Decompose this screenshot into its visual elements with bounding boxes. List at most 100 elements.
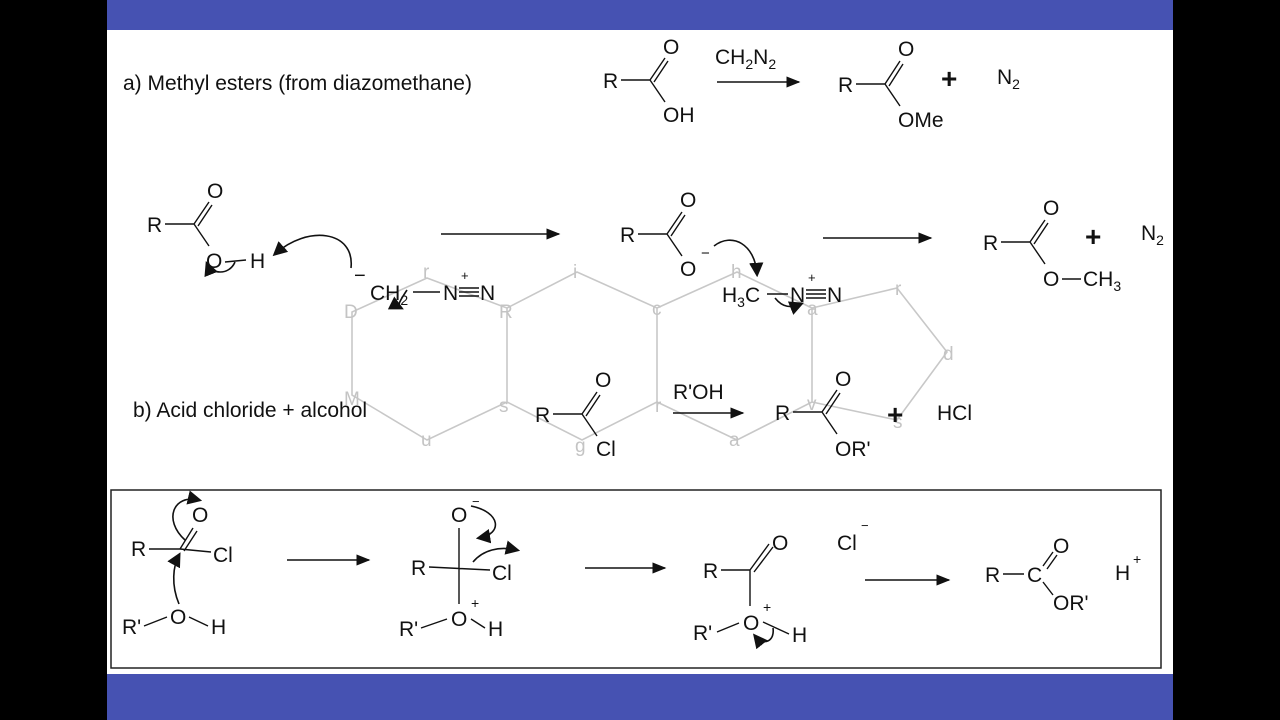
svg-text:O: O: [663, 36, 679, 59]
ghost-watermark: r i h D R c a r d M s r v s u g a: [344, 262, 954, 457]
ghost-label: r: [423, 262, 430, 283]
svg-text:Cl: Cl: [492, 562, 512, 585]
svg-text:+: +: [763, 599, 771, 615]
svg-text:R: R: [535, 404, 550, 427]
svg-text:O: O: [1043, 197, 1059, 220]
ghost-label: c: [652, 299, 662, 320]
svg-text:R: R: [838, 74, 853, 97]
svg-text:H: H: [792, 624, 807, 647]
svg-text:R': R': [399, 618, 418, 641]
svg-text:H: H: [250, 250, 265, 273]
curly-arrow: [387, 289, 408, 310]
svg-text:O: O: [206, 250, 222, 273]
svg-text:O: O: [451, 504, 467, 527]
plus-sign: +: [887, 399, 903, 430]
svg-text:N: N: [827, 284, 842, 307]
svg-text:R': R': [693, 622, 712, 645]
section-b-heading: b) Acid chloride + alcohol: [133, 399, 367, 422]
ghost-label: D: [344, 302, 358, 323]
svg-text:Cl: Cl: [837, 532, 857, 555]
svg-text:−: −: [861, 518, 869, 533]
ghost-label: a: [807, 299, 818, 320]
svg-text:OMe: OMe: [898, 109, 944, 132]
curly-arrow: [272, 234, 352, 269]
hcl-byproduct: HCl: [937, 402, 972, 425]
nitrogen-byproduct: N2: [1141, 222, 1164, 248]
plus-sign: +: [941, 63, 957, 94]
bottom-footer-bar: [107, 674, 1173, 720]
svg-text:R: R: [603, 70, 618, 93]
ghost-label: u: [421, 430, 432, 451]
svg-text:O: O: [680, 189, 696, 212]
curly-arrow: [713, 239, 764, 278]
step1-acid-chloride-alcohol: R O Cl R' O H: [122, 490, 233, 639]
svg-text:R: R: [620, 224, 635, 247]
svg-text:R: R: [775, 402, 790, 425]
svg-text:R: R: [147, 214, 162, 237]
mechanism-b-box: R O Cl R' O H R O − Cl R' O + H: [110, 489, 1162, 669]
ghost-label: h: [731, 262, 742, 283]
svg-text:+: +: [461, 268, 469, 283]
curly-arrow: [172, 490, 203, 541]
svg-text:N: N: [480, 282, 495, 305]
svg-text:O: O: [680, 258, 696, 281]
acid-molecule: R O O H: [147, 180, 265, 278]
svg-text:O: O: [1053, 535, 1069, 558]
svg-text:CH2: CH2: [370, 282, 408, 308]
svg-text:O: O: [595, 369, 611, 392]
curly-arrow: [774, 297, 804, 315]
ghost-label: v: [807, 394, 817, 415]
svg-text:H: H: [488, 618, 503, 641]
diazomethane-molecule: − CH2 N + N: [272, 234, 495, 310]
svg-text:N: N: [790, 284, 805, 307]
svg-text:+: +: [808, 270, 816, 285]
step2-tetrahedral-intermediate: R O − Cl R' O + H: [399, 494, 521, 641]
ghost-label: i: [573, 262, 577, 283]
svg-text:R: R: [985, 564, 1000, 587]
svg-text:CH3: CH3: [1083, 268, 1121, 294]
acid-chloride: R O Cl: [535, 369, 616, 461]
svg-text:R: R: [411, 557, 426, 580]
svg-text:R: R: [983, 232, 998, 255]
methyl-ester-product: R O O CH3: [983, 197, 1121, 294]
svg-text:O: O: [898, 38, 914, 61]
svg-text:−: −: [701, 245, 710, 262]
ghost-label: M: [344, 389, 360, 410]
ghost-label: a: [729, 430, 740, 451]
svg-text:H3C: H3C: [722, 284, 760, 310]
section-a-reaction: a) Methyl esters (from diazomethane) R O…: [123, 36, 1020, 132]
svg-text:C: C: [1027, 564, 1042, 587]
curly-arrow: [752, 627, 774, 650]
step4-ester-product: R C O OR' H +: [985, 535, 1141, 615]
methyl-ester-product: R O OMe: [838, 38, 944, 132]
svg-text:O: O: [743, 612, 759, 635]
ghost-label: s: [499, 396, 509, 417]
carboxylic-acid: R O OH: [603, 36, 695, 127]
ghost-label: r: [655, 396, 662, 417]
ester-product: R O OR': [775, 368, 871, 461]
svg-text:O: O: [192, 504, 208, 527]
svg-text:N: N: [443, 282, 458, 305]
svg-text:+: +: [1133, 551, 1141, 567]
svg-text:R': R': [122, 616, 141, 639]
plus-sign: +: [1085, 221, 1101, 252]
ghost-label: d: [943, 344, 954, 365]
slide: r i h D R c a r d M s r v s u g a a) Met…: [107, 0, 1173, 720]
section-b-reaction: b) Acid chloride + alcohol R O Cl R'OH R…: [133, 368, 972, 461]
top-title-bar: [107, 0, 1173, 30]
diazomethane-reagent: CH2N2: [715, 46, 801, 88]
svg-text:+: +: [471, 595, 479, 611]
svg-text:O: O: [1043, 268, 1059, 291]
mechanism-a: R O O H − CH2 N + N R O O: [147, 180, 1164, 315]
svg-text:O: O: [451, 608, 467, 631]
svg-text:OR': OR': [1053, 592, 1089, 615]
curly-arrow: [470, 505, 497, 544]
svg-text:H: H: [1115, 562, 1130, 585]
svg-text:−: −: [472, 494, 480, 509]
ghost-label: R: [499, 302, 513, 323]
svg-text:Cl: Cl: [596, 438, 616, 461]
reaction-scheme: r i h D R c a r d M s r v s u g a a) Met…: [110, 36, 1164, 669]
alcohol-reagent: R'OH: [673, 381, 724, 404]
curly-arrow: [167, 552, 181, 605]
svg-text:Cl: Cl: [213, 544, 233, 567]
